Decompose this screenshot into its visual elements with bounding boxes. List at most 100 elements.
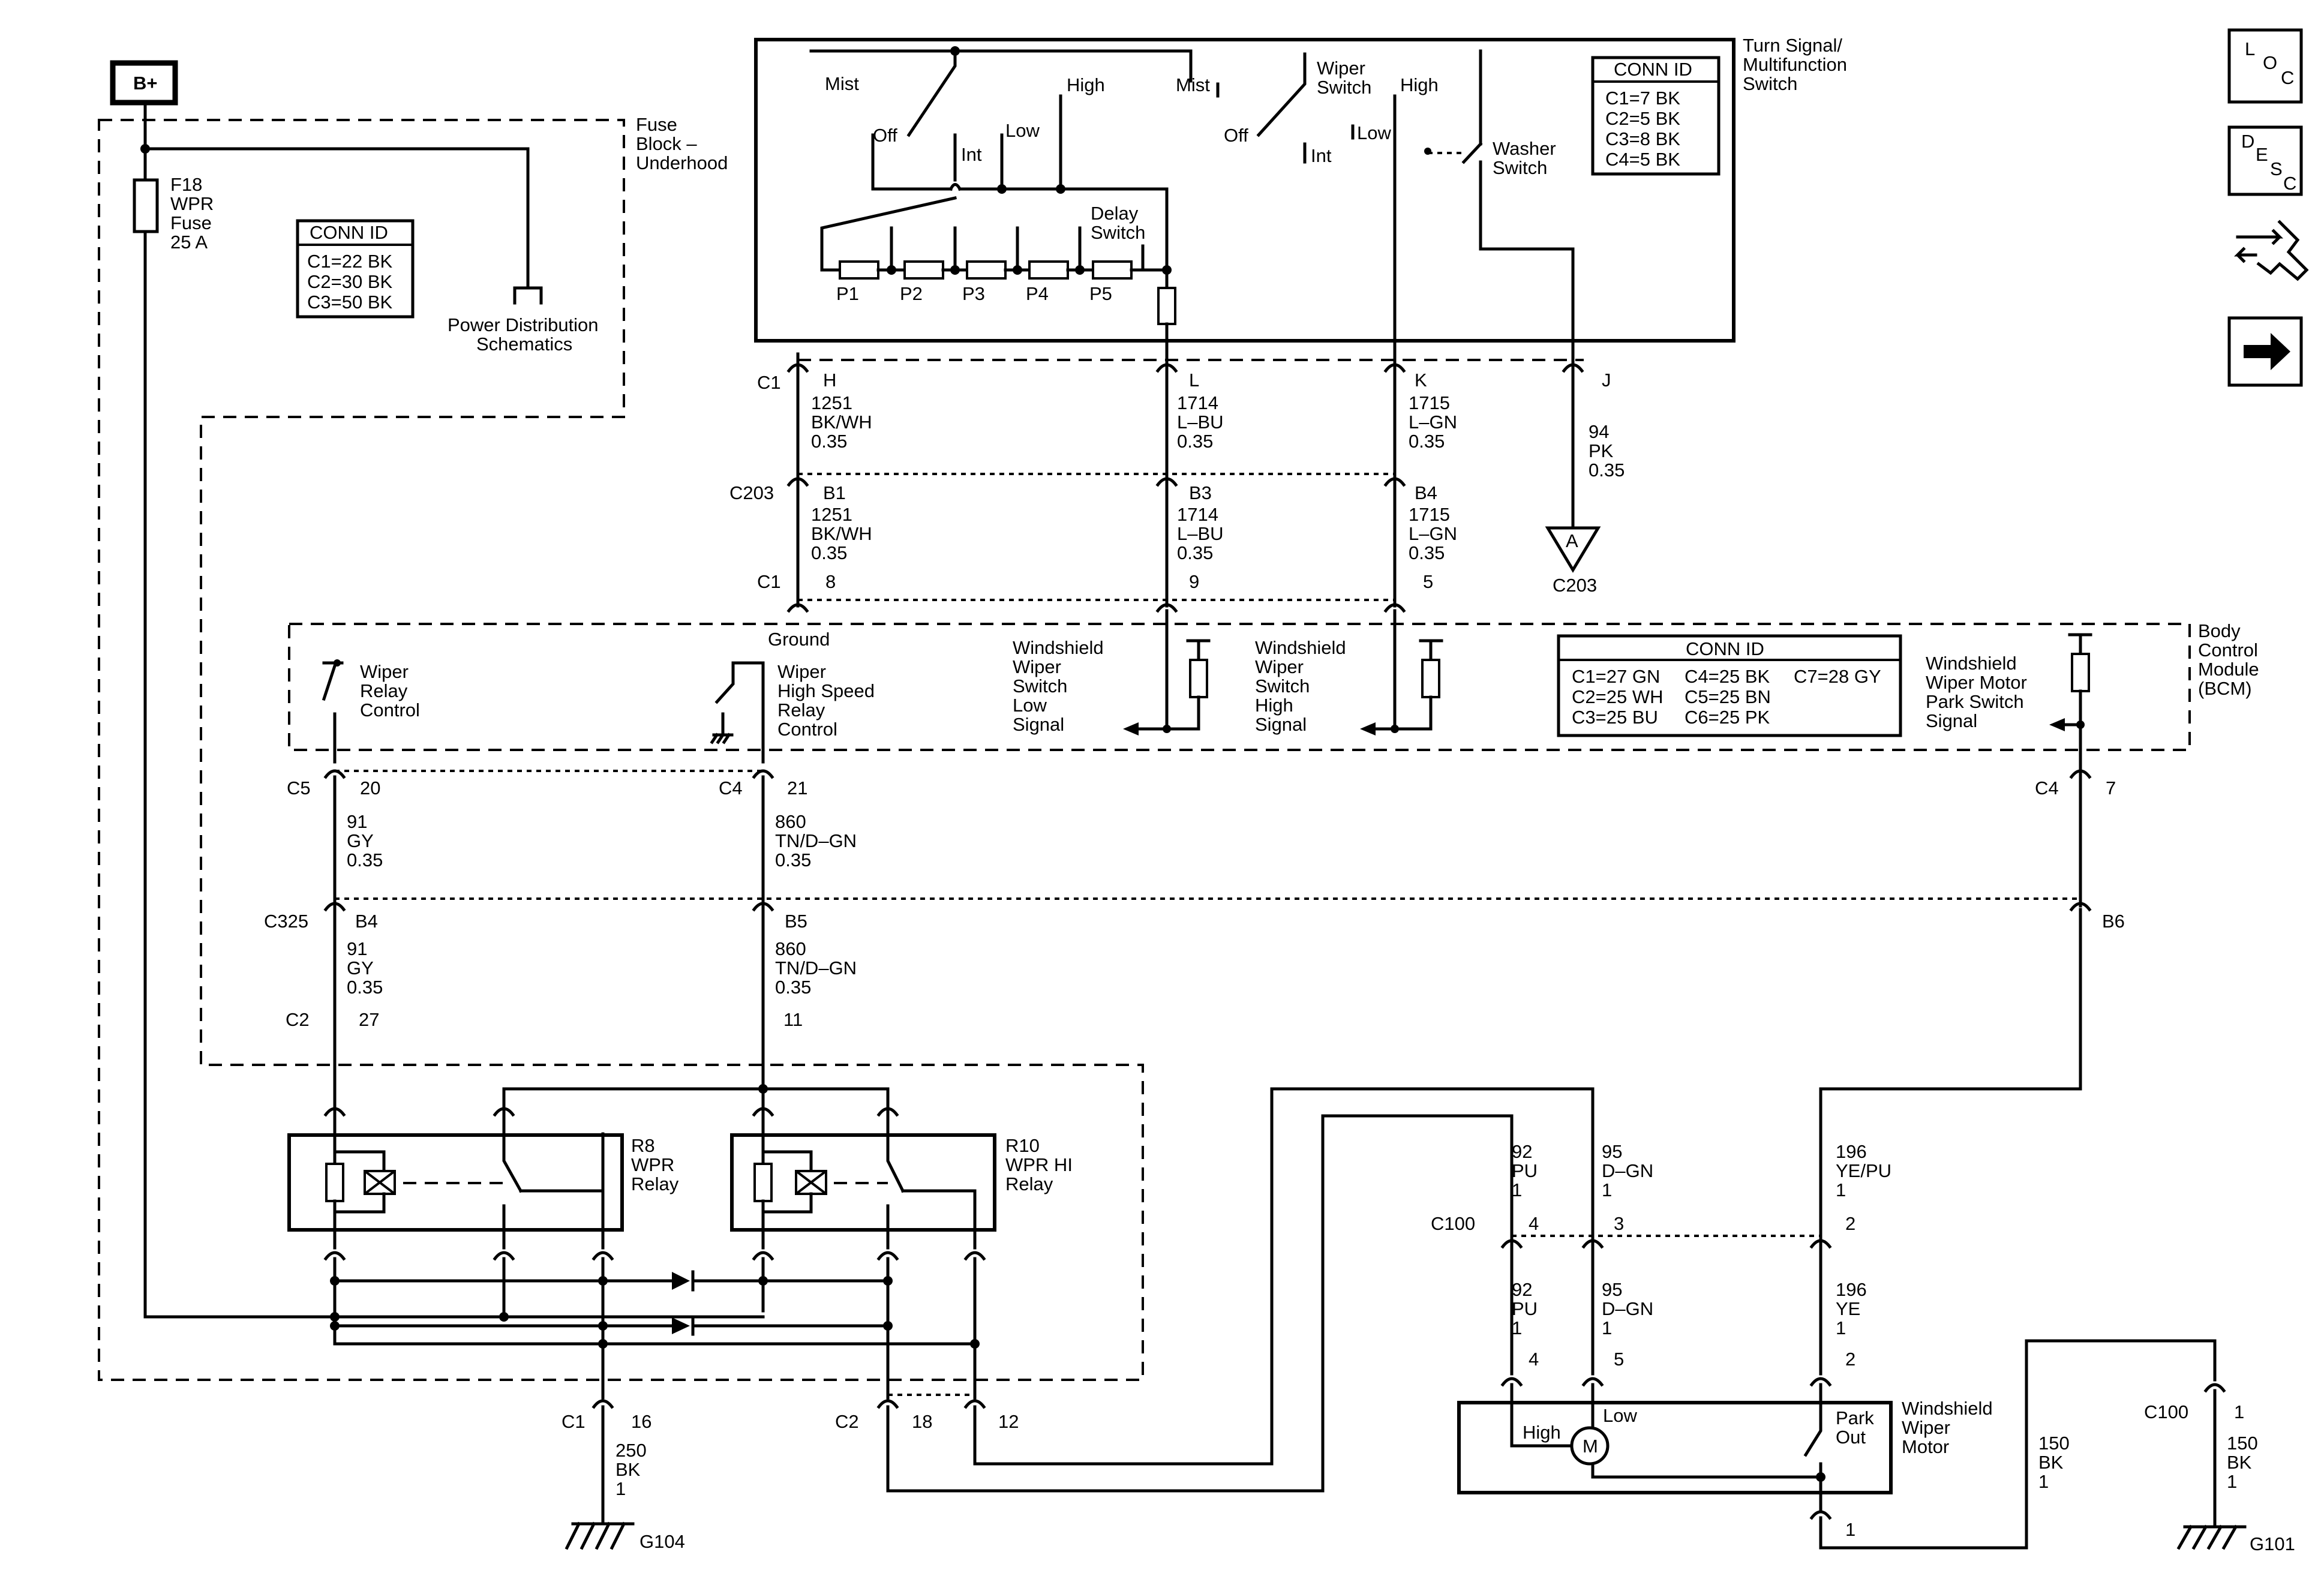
svg-text:196: 196: [1836, 1279, 1867, 1300]
conn-id-switch: CONN ID C1=7 BK C2=5 BK C3=8 BK C4=5 BK: [1591, 56, 1721, 176]
wiper-relay-control-switch: Wiper Relay Control: [322, 659, 420, 764]
svg-text:Wiper: Wiper: [360, 661, 409, 682]
svg-text:B3: B3: [1189, 482, 1212, 503]
svg-text:P3: P3: [962, 283, 985, 304]
svg-text:High: High: [1255, 695, 1293, 716]
svg-text:92: 92: [1512, 1141, 1532, 1162]
svg-text:Mist: Mist: [825, 73, 859, 94]
turn-signal-label: Turn Signal/ Multifunction Switch: [1743, 35, 1847, 94]
svg-text:Relay: Relay: [777, 700, 825, 721]
svg-text:1: 1: [1836, 1317, 1846, 1338]
wire-250-label: 250 BK 1: [615, 1440, 647, 1499]
svg-text:F18: F18: [170, 174, 202, 195]
svg-text:PU: PU: [1512, 1160, 1538, 1181]
fuse-label: F18 WPR Fuse 25 A: [170, 174, 214, 253]
svg-text:P4: P4: [1026, 283, 1049, 304]
power-distribution-label: Power Distribution Schematics: [448, 314, 599, 355]
svg-text:C1: C1: [562, 1411, 585, 1432]
svg-text:D–GN: D–GN: [1602, 1160, 1653, 1181]
bcm-bottom-connectors: C5 20 C4 21 C4 7: [287, 769, 2116, 798]
wire-150-labels: 150 BK 1 150 BK 1: [2038, 1433, 2258, 1492]
svg-text:18: 18: [912, 1411, 932, 1432]
svg-text:C100: C100: [1431, 1213, 1475, 1234]
bplus-label: B+: [133, 73, 158, 94]
svg-text:Switch: Switch: [1743, 73, 1797, 94]
svg-text:1: 1: [2227, 1471, 2237, 1492]
svg-text:BK/WH: BK/WH: [811, 412, 872, 433]
svg-text:5: 5: [1614, 1349, 1624, 1370]
motor-pin-1: 1: [1845, 1519, 1855, 1540]
svg-text:Wiper: Wiper: [777, 661, 826, 682]
svg-text:150: 150: [2038, 1433, 2070, 1454]
svg-text:1: 1: [2234, 1401, 2244, 1422]
motor-icon: [1570, 1426, 1610, 1466]
svg-text:27: 27: [359, 1009, 379, 1030]
svg-text:Int: Int: [1311, 145, 1332, 166]
svg-text:Washer: Washer: [1493, 138, 1556, 159]
svg-text:1: 1: [2038, 1471, 2049, 1492]
svg-text:C1=27 GN: C1=27 GN: [1572, 666, 1660, 687]
svg-text:0.35: 0.35: [775, 849, 811, 870]
svg-text:1251: 1251: [811, 504, 852, 525]
svg-text:Power Distribution: Power Distribution: [448, 314, 599, 335]
svg-text:Control: Control: [360, 700, 420, 721]
svg-text:860: 860: [775, 811, 806, 832]
svg-text:Low: Low: [1357, 122, 1391, 143]
loc-button[interactable]: L O C: [2227, 28, 2303, 104]
svg-text:Delay: Delay: [1091, 203, 1139, 224]
svg-text:C4=5 BK: C4=5 BK: [1605, 149, 1680, 170]
svg-text:4: 4: [1529, 1213, 1539, 1234]
svg-text:BK: BK: [2227, 1452, 2252, 1473]
svg-text:Body: Body: [2198, 620, 2241, 641]
wrench-arrows-icon[interactable]: [2233, 220, 2309, 281]
svg-text:Windshield: Windshield: [1013, 637, 1104, 658]
relay-r10: R10 WPR HI Relay: [730, 1114, 1073, 1250]
svg-text:Mist: Mist: [1176, 74, 1210, 95]
svg-text:16: 16: [631, 1411, 651, 1432]
svg-text:21: 21: [787, 778, 807, 798]
svg-text:WPR HI: WPR HI: [1005, 1154, 1073, 1175]
svg-text:G104: G104: [639, 1531, 685, 1552]
relay-bottom-connectors: [323, 1251, 986, 1261]
svg-text:D: D: [2241, 131, 2254, 152]
desc-button[interactable]: D E S C: [2227, 125, 2303, 196]
svg-text:Switch: Switch: [1317, 77, 1371, 98]
svg-text:C2=5 BK: C2=5 BK: [1605, 108, 1680, 129]
right-arrow-icon: [2244, 333, 2290, 370]
conn-id-fuse-block: CONN ID C1=22 BK C2=30 BK C3=50 BK: [296, 219, 415, 319]
svg-text:CONN ID: CONN ID: [310, 222, 388, 243]
svg-text:G101: G101: [2250, 1533, 2295, 1554]
svg-text:12: 12: [998, 1411, 1019, 1432]
svg-text:B6: B6: [2102, 911, 2125, 932]
svg-text:7: 7: [2106, 778, 2116, 798]
ground-g104: G104: [565, 1521, 685, 1552]
svg-text:Windshield: Windshield: [1926, 653, 2017, 674]
svg-text:C4: C4: [719, 778, 743, 798]
svg-text:20: 20: [360, 778, 380, 798]
conn-id-bcm: CONN ID C1=27 GN C2=25 WH C3=25 BU C4=25…: [1557, 634, 1902, 737]
svg-text:C3=8 BK: C3=8 BK: [1605, 128, 1680, 149]
svg-text:Fuse: Fuse: [636, 114, 677, 135]
svg-text:L: L: [1189, 370, 1199, 391]
svg-text:C203: C203: [1553, 575, 1597, 596]
svg-text:4: 4: [1529, 1349, 1539, 1370]
svg-text:O: O: [2263, 52, 2277, 73]
svg-text:Relay: Relay: [360, 680, 408, 701]
svg-text:1: 1: [615, 1478, 626, 1499]
svg-text:C2: C2: [286, 1009, 310, 1030]
svg-text:B4: B4: [1415, 482, 1437, 503]
svg-text:M: M: [1583, 1436, 1598, 1457]
svg-text:Fuse: Fuse: [170, 212, 212, 233]
svg-text:C4: C4: [2035, 778, 2059, 798]
svg-text:C: C: [2281, 67, 2294, 88]
svg-text:B4: B4: [355, 911, 378, 932]
svg-text:CONN ID: CONN ID: [1686, 638, 1764, 659]
relay-r8: R8 WPR Relay: [287, 1114, 679, 1250]
svg-text:C325: C325: [264, 911, 308, 932]
svg-text:1714: 1714: [1177, 504, 1218, 525]
svg-text:C2=30 BK: C2=30 BK: [307, 271, 393, 292]
svg-text:C2: C2: [835, 1411, 859, 1432]
fuse-block-label: Fuse Block – Underhood: [636, 114, 728, 173]
next-arrow-button[interactable]: [2227, 316, 2303, 387]
